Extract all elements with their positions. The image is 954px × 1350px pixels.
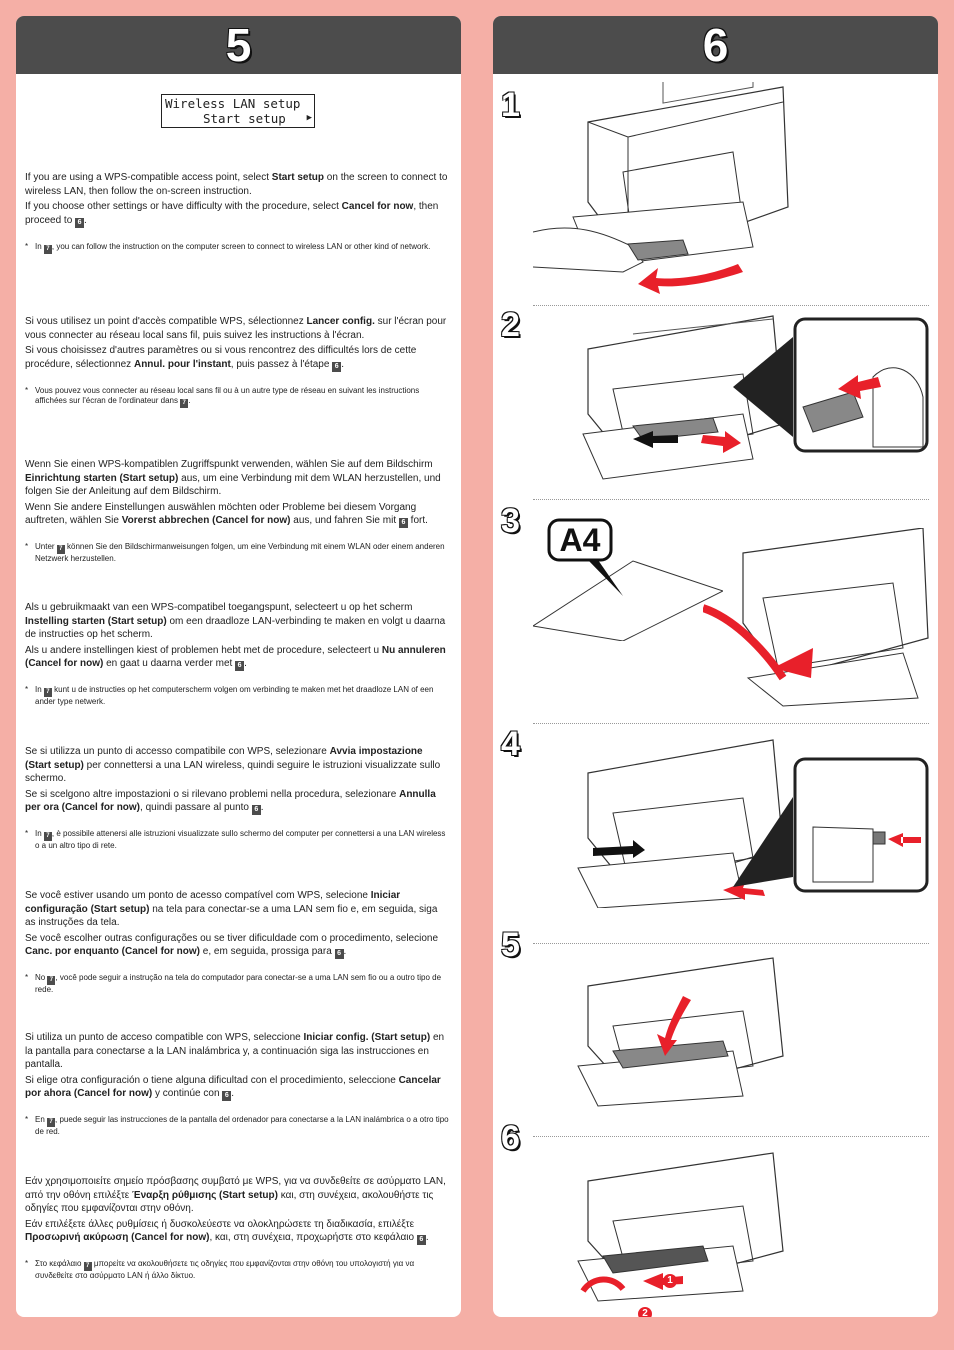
section-ref: 7 [83, 1262, 92, 1271]
lcd-line1: Wireless LAN setup [165, 96, 301, 111]
section-ref: 6 [334, 949, 344, 959]
section-number: 6 [702, 19, 729, 71]
paragraph: Als u andere instellingen kiest of probl… [25, 644, 446, 671]
printer-illustration [577, 1152, 784, 1302]
divider [533, 499, 929, 500]
divider [533, 1136, 929, 1137]
right-arrow-icon: ▶ [306, 113, 312, 123]
section-ref: 7 [56, 545, 65, 554]
lang-block-it: Se si utilizza un punto di accesso compa… [25, 745, 450, 853]
lcd-screen: Wireless LAN setup Start setup ▶ [161, 94, 315, 128]
lang-block-de: Wenn Sie einen WPS-kompatiblen Zugriffsp… [25, 458, 450, 566]
footnote: *In 7, è possibile attenersi alle istruz… [25, 829, 446, 850]
paragraph: Wenn Sie einen WPS-kompatiblen Zugriffsp… [25, 459, 441, 497]
printer-illustration [577, 957, 784, 1107]
callout-badge: 2 [638, 1307, 652, 1317]
paragraph: Als u gebruikmaakt van een WPS-compatibe… [25, 602, 446, 640]
paragraph: Si vous choisissez d'autres paramètres o… [25, 345, 417, 372]
arrow-icon [638, 264, 743, 294]
lang-block-nl: Als u gebruikmaakt van een WPS-compatibe… [25, 601, 450, 709]
paragraph: Εάν επιλέξετε άλλες ρυθμίσεις ή δυσκολεύ… [25, 1218, 429, 1245]
section-ref: 6 [398, 518, 408, 528]
section-header: 6 [493, 16, 938, 74]
arrow-icon [633, 431, 741, 453]
section-ref: 7 [43, 688, 52, 697]
section-ref: 6 [75, 217, 85, 228]
section-ref: 7 [47, 976, 56, 985]
section-ref: 7 [47, 1118, 56, 1127]
right-panel: 6 1 2 3 A4 [493, 16, 938, 1317]
step-number: 3 [501, 502, 520, 540]
footnote: *En 7, puede seguir las instrucciones de… [25, 1115, 449, 1136]
step-number: 1 [501, 86, 520, 124]
footnote: *Vous pouvez vous connecter au réseau lo… [25, 385, 420, 408]
section-ref: 7 [180, 398, 189, 408]
zoom-inset [733, 317, 929, 453]
section-ref: 7 [43, 832, 52, 841]
paragraph: Εάν χρησιμοποιείτε σημείο πρόσβασης συμβ… [25, 1176, 446, 1214]
step-number: 4 [501, 725, 520, 763]
divider [533, 305, 929, 306]
footnote: *Στο κεφάλαιο 7 μπορείτε να ακολουθήσετε… [25, 1259, 415, 1280]
footnote: *In 7 kunt u de instructies op het compu… [25, 685, 434, 706]
section-ref: 6 [332, 361, 342, 372]
footnote: *Unter 7 können Sie den Bildschirmanweis… [25, 542, 445, 563]
printer-illustration [582, 315, 784, 480]
divider [533, 723, 929, 724]
divider [533, 943, 929, 944]
lang-block-en: If you are using a WPS-compatible access… [25, 171, 450, 256]
left-panel: 5 Wireless LAN setup Start setup ▶ If you… [16, 16, 461, 1317]
paragraph: Si utiliza un punto de acceso compatible… [25, 1032, 445, 1070]
paragraph: Se si scelgono altre impostazioni o si r… [25, 788, 436, 815]
paper-illustration: A4 [533, 518, 723, 641]
lang-block-es: Si utiliza un punto de acceso compatible… [25, 1031, 450, 1139]
footnote: *No 7, você pode seguir a instrução na t… [25, 973, 442, 994]
step-number: 6 [501, 1119, 520, 1157]
section-header: 5 [16, 16, 461, 74]
lcd-line2: Start setup [203, 111, 286, 126]
paragraph: If you choose other settings or have dif… [25, 201, 439, 228]
footnote: *In 7, you can follow the instruction on… [25, 241, 431, 254]
section-number: 5 [225, 19, 252, 71]
section-ref: 6 [416, 1235, 426, 1245]
paper-size-label: A4 [560, 522, 601, 558]
printer-illustration [533, 82, 789, 273]
lang-block-fr: Si vous utilisez un point d'accès compat… [25, 315, 450, 410]
paragraph: Wenn Sie andere Einstellungen auswählen … [25, 501, 428, 528]
paragraph: Se você estiver usando um ponto de acess… [25, 890, 438, 928]
section-ref: 7 [43, 244, 52, 254]
zoom-inset [733, 757, 929, 893]
printer-illustration [703, 528, 929, 707]
printer-illustration [577, 739, 784, 908]
section-ref: 6 [235, 661, 245, 671]
callout-badge: 1 [663, 1274, 677, 1288]
paragraph: If you are using a WPS-compatible access… [25, 172, 448, 197]
paragraph: Se você escolher outras configurações ou… [25, 932, 439, 959]
paragraph: Si elige otra configuración o tiene algu… [25, 1074, 441, 1101]
lang-block-pt: Se você estiver usando um ponto de acess… [25, 889, 450, 997]
step-number: 5 [501, 926, 520, 964]
paragraph: Se si utilizza un punto di accesso compa… [25, 746, 441, 784]
section-ref: 6 [222, 1091, 232, 1101]
step-number: 2 [501, 306, 520, 344]
lang-block-el: Εάν χρησιμοποιείτε σημείο πρόσβασης συμβ… [25, 1175, 450, 1283]
paragraph: Si vous utilisez un point d'accès compat… [25, 316, 447, 341]
section-ref: 6 [251, 805, 261, 815]
